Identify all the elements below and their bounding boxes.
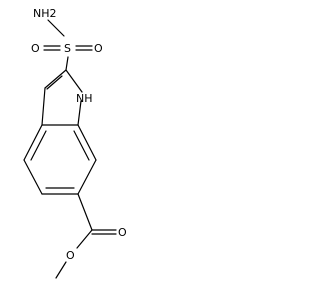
bond-c7-c6 [77,159,97,195]
atom-label-o-carbonyl: O [118,226,127,239]
atom-label-o-right: O [94,42,103,55]
bond-c2-c3-inner [46,75,63,90]
bond-c6-carbonyl [77,193,93,231]
bond-c4-c3a [23,124,43,161]
bond-n1-c7a [77,100,82,126]
bond-c2-c3 [44,69,67,89]
atom-label-s: S [64,42,71,55]
bond-carbonyl-o-ester [76,229,93,249]
bond-s-c2 [65,56,69,71]
atom-label-o-ester: O [66,249,75,262]
bond-n-s [47,19,65,37]
bond-o-methyl [55,261,67,279]
bond-c2-n1 [65,69,83,93]
bond-c5-c4 [23,159,43,195]
atom-label-nh: NH [76,92,93,105]
atom-label-o-left: O [31,42,40,55]
bond-c7a-c7-inner [73,130,90,161]
molecule-structure: NH2 S O O NH O O [23,7,127,279]
bond-c3-c3a [41,87,46,126]
atom-label-nh2: NH2 [33,7,57,20]
bond-c7a-c7 [77,124,97,161]
bond-c4-c3a-inner [30,130,47,161]
